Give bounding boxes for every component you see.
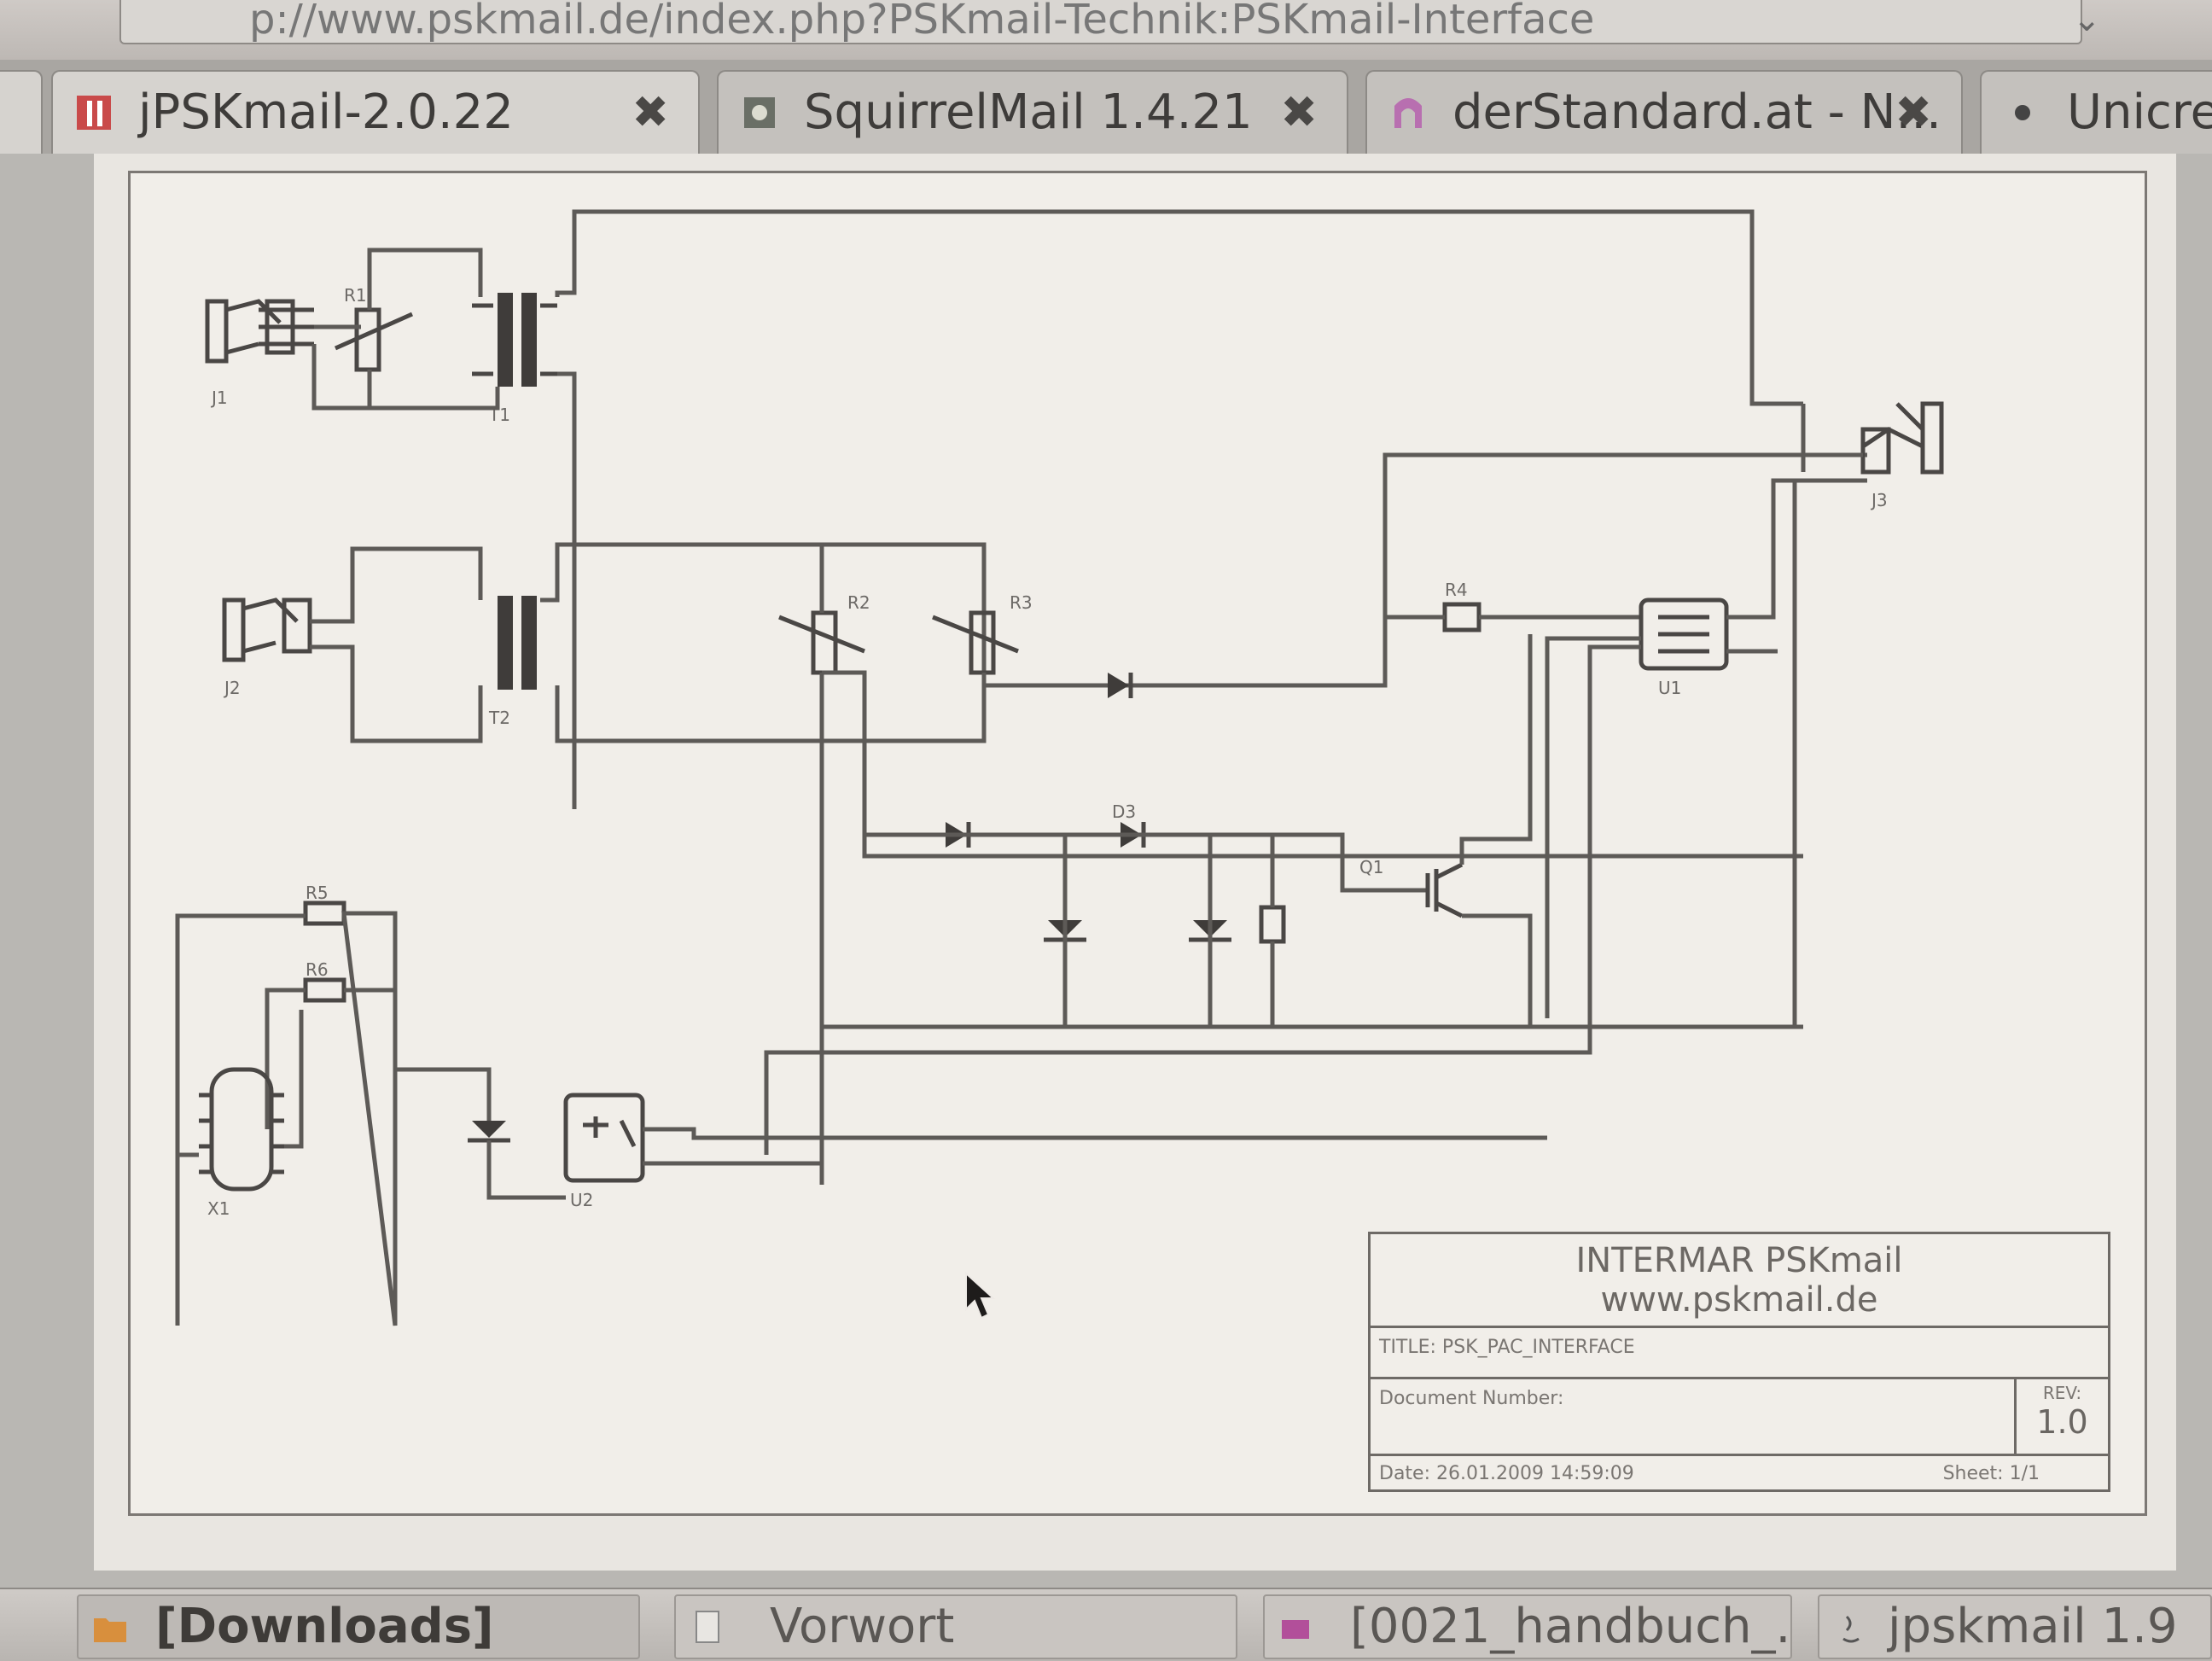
svg-text:T2: T2 bbox=[488, 708, 510, 728]
date-field: Date: 26.01.2009 14:59:09 bbox=[1379, 1463, 1634, 1484]
page-favicon-icon bbox=[2015, 105, 2030, 120]
svg-text:J1: J1 bbox=[210, 388, 228, 408]
svg-text:U2: U2 bbox=[570, 1190, 593, 1210]
taskbar-item-downloads[interactable]: [Downloads] bbox=[77, 1594, 640, 1659]
resistor-1: R4 bbox=[1442, 580, 1481, 632]
tab-jpskmail[interactable]: jPSKmail-2.0.22 ✖ bbox=[51, 70, 700, 154]
taskbar: [Downloads] Vorwort [0021_handbuch_... j… bbox=[0, 1588, 2212, 1661]
mouse-pointer-icon bbox=[965, 1272, 996, 1320]
company-website: www.pskmail.de bbox=[1600, 1280, 1878, 1320]
svg-text:R4: R4 bbox=[1445, 580, 1468, 600]
svg-text:R1: R1 bbox=[344, 285, 367, 306]
tab-derstandard[interactable]: derStandard.at - N... ✖ bbox=[1365, 70, 1963, 154]
svg-text:J3: J3 bbox=[1870, 490, 1888, 510]
revision-label: REV: bbox=[2042, 1383, 2082, 1403]
tab-squirrelmail[interactable]: SquirrelMail 1.4.21 ✖ bbox=[717, 70, 1348, 154]
url-bar-area: p://www.pskmail.de/index.php?PSKmail-Tec… bbox=[0, 0, 2212, 60]
page-content: J1 R1 T1 J2 bbox=[94, 154, 2176, 1571]
resistor-3: R6 bbox=[303, 959, 346, 1003]
jack-connector-3: J3 bbox=[1860, 401, 1944, 510]
potentiometer-3: R3 bbox=[932, 592, 1033, 675]
taskbar-item-label: Vorwort bbox=[770, 1599, 955, 1654]
potentiometer-2: R2 bbox=[778, 592, 870, 675]
close-icon[interactable]: ✖ bbox=[632, 87, 669, 138]
svg-text:R5: R5 bbox=[306, 883, 329, 903]
tab-partial-left[interactable] bbox=[0, 70, 43, 154]
diode-1 bbox=[1108, 673, 1133, 698]
svg-text:D3: D3 bbox=[1112, 801, 1136, 822]
schematic-drawing: J1 R1 T1 J2 bbox=[175, 209, 1944, 1326]
java-icon bbox=[1842, 1615, 1860, 1643]
taskbar-item-label: jpskmail 1.9 bbox=[1888, 1599, 2178, 1654]
svg-text:X1: X1 bbox=[207, 1198, 230, 1219]
revision-box: REV: 1.0 bbox=[2014, 1379, 2108, 1454]
title-block-company: INTERMAR PSKmail www.pskmail.de bbox=[1371, 1234, 2108, 1328]
resistor-2: R5 bbox=[303, 883, 346, 926]
url-field[interactable]: p://www.pskmail.de/index.php?PSKmail-Tec… bbox=[119, 0, 2082, 44]
transformer-2: T2 bbox=[488, 596, 537, 728]
date-row: Date: 26.01.2009 14:59:09 Sheet: 1/1 bbox=[1371, 1456, 2108, 1492]
taskbar-item-jpskmail[interactable]: jpskmail 1.9 bbox=[1818, 1594, 2212, 1659]
tab-bar: jPSKmail-2.0.22 ✖ SquirrelMail 1.4.21 ✖ … bbox=[0, 60, 2212, 154]
folder-icon bbox=[94, 1618, 126, 1642]
diode-3: D3 bbox=[1112, 801, 1146, 848]
wiki-favicon-icon bbox=[77, 96, 111, 130]
svg-text:R3: R3 bbox=[1010, 592, 1033, 613]
revision-value: 1.0 bbox=[2036, 1403, 2088, 1441]
svg-text:J2: J2 bbox=[223, 678, 241, 698]
derstandard-favicon-icon bbox=[1394, 98, 1422, 128]
diode-4 bbox=[468, 1121, 510, 1143]
title-field: TITLE: PSK_PAC_INTERFACE bbox=[1371, 1328, 2108, 1379]
close-icon[interactable]: ✖ bbox=[1280, 87, 1318, 138]
tab-label: jPSKmail-2.0.22 bbox=[138, 85, 514, 140]
title-block: INTERMAR PSKmail www.pskmail.de TITLE: P… bbox=[1368, 1232, 2110, 1492]
svg-text:R6: R6 bbox=[306, 959, 329, 980]
taskbar-item-label: [0021_handbuch_... bbox=[1350, 1599, 1792, 1654]
company-name: INTERMAR PSKmail bbox=[1575, 1241, 1903, 1280]
svg-text:Q1: Q1 bbox=[1359, 857, 1383, 877]
serial-port-connector: X1 bbox=[199, 1067, 284, 1219]
taskbar-item-handbuch[interactable]: [0021_handbuch_... bbox=[1263, 1594, 1792, 1659]
capacitor-2 bbox=[1259, 905, 1286, 944]
document-number-row: Document Number: REV: 1.0 bbox=[1371, 1379, 2108, 1456]
sheet-field: Sheet: 1/1 bbox=[1942, 1463, 2040, 1484]
transistor-1: Q1 bbox=[1359, 857, 1464, 918]
close-icon[interactable]: ✖ bbox=[1895, 87, 1932, 138]
chevron-down-icon[interactable]: ⌄ bbox=[2072, 0, 2101, 39]
svg-text:R2: R2 bbox=[847, 592, 870, 613]
optocoupler-1: U2 bbox=[563, 1093, 645, 1210]
document-number-field: Document Number: bbox=[1379, 1388, 1564, 1409]
tab-unicre[interactable]: Unicre bbox=[1980, 70, 2212, 154]
ic-chip-1: U1 bbox=[1639, 597, 1729, 698]
transformer-1: T1 bbox=[472, 293, 557, 425]
schematic-sheet: J1 R1 T1 J2 bbox=[128, 171, 2147, 1516]
svg-text:U1: U1 bbox=[1658, 678, 1681, 698]
squirrelmail-favicon-icon bbox=[744, 97, 775, 128]
document-icon bbox=[696, 1611, 719, 1643]
tab-label: derStandard.at - N... bbox=[1452, 85, 1941, 140]
taskbar-item-vorwort[interactable]: Vorwort bbox=[674, 1594, 1237, 1659]
jack-connector-1: J1 bbox=[205, 299, 314, 408]
jack-connector-2: J2 bbox=[222, 597, 312, 698]
taskbar-item-label: [Downloads] bbox=[155, 1599, 494, 1654]
tab-label: Unicre bbox=[2067, 85, 2212, 140]
tab-label: SquirrelMail 1.4.21 bbox=[804, 85, 1253, 140]
pdf-icon bbox=[1282, 1620, 1309, 1639]
